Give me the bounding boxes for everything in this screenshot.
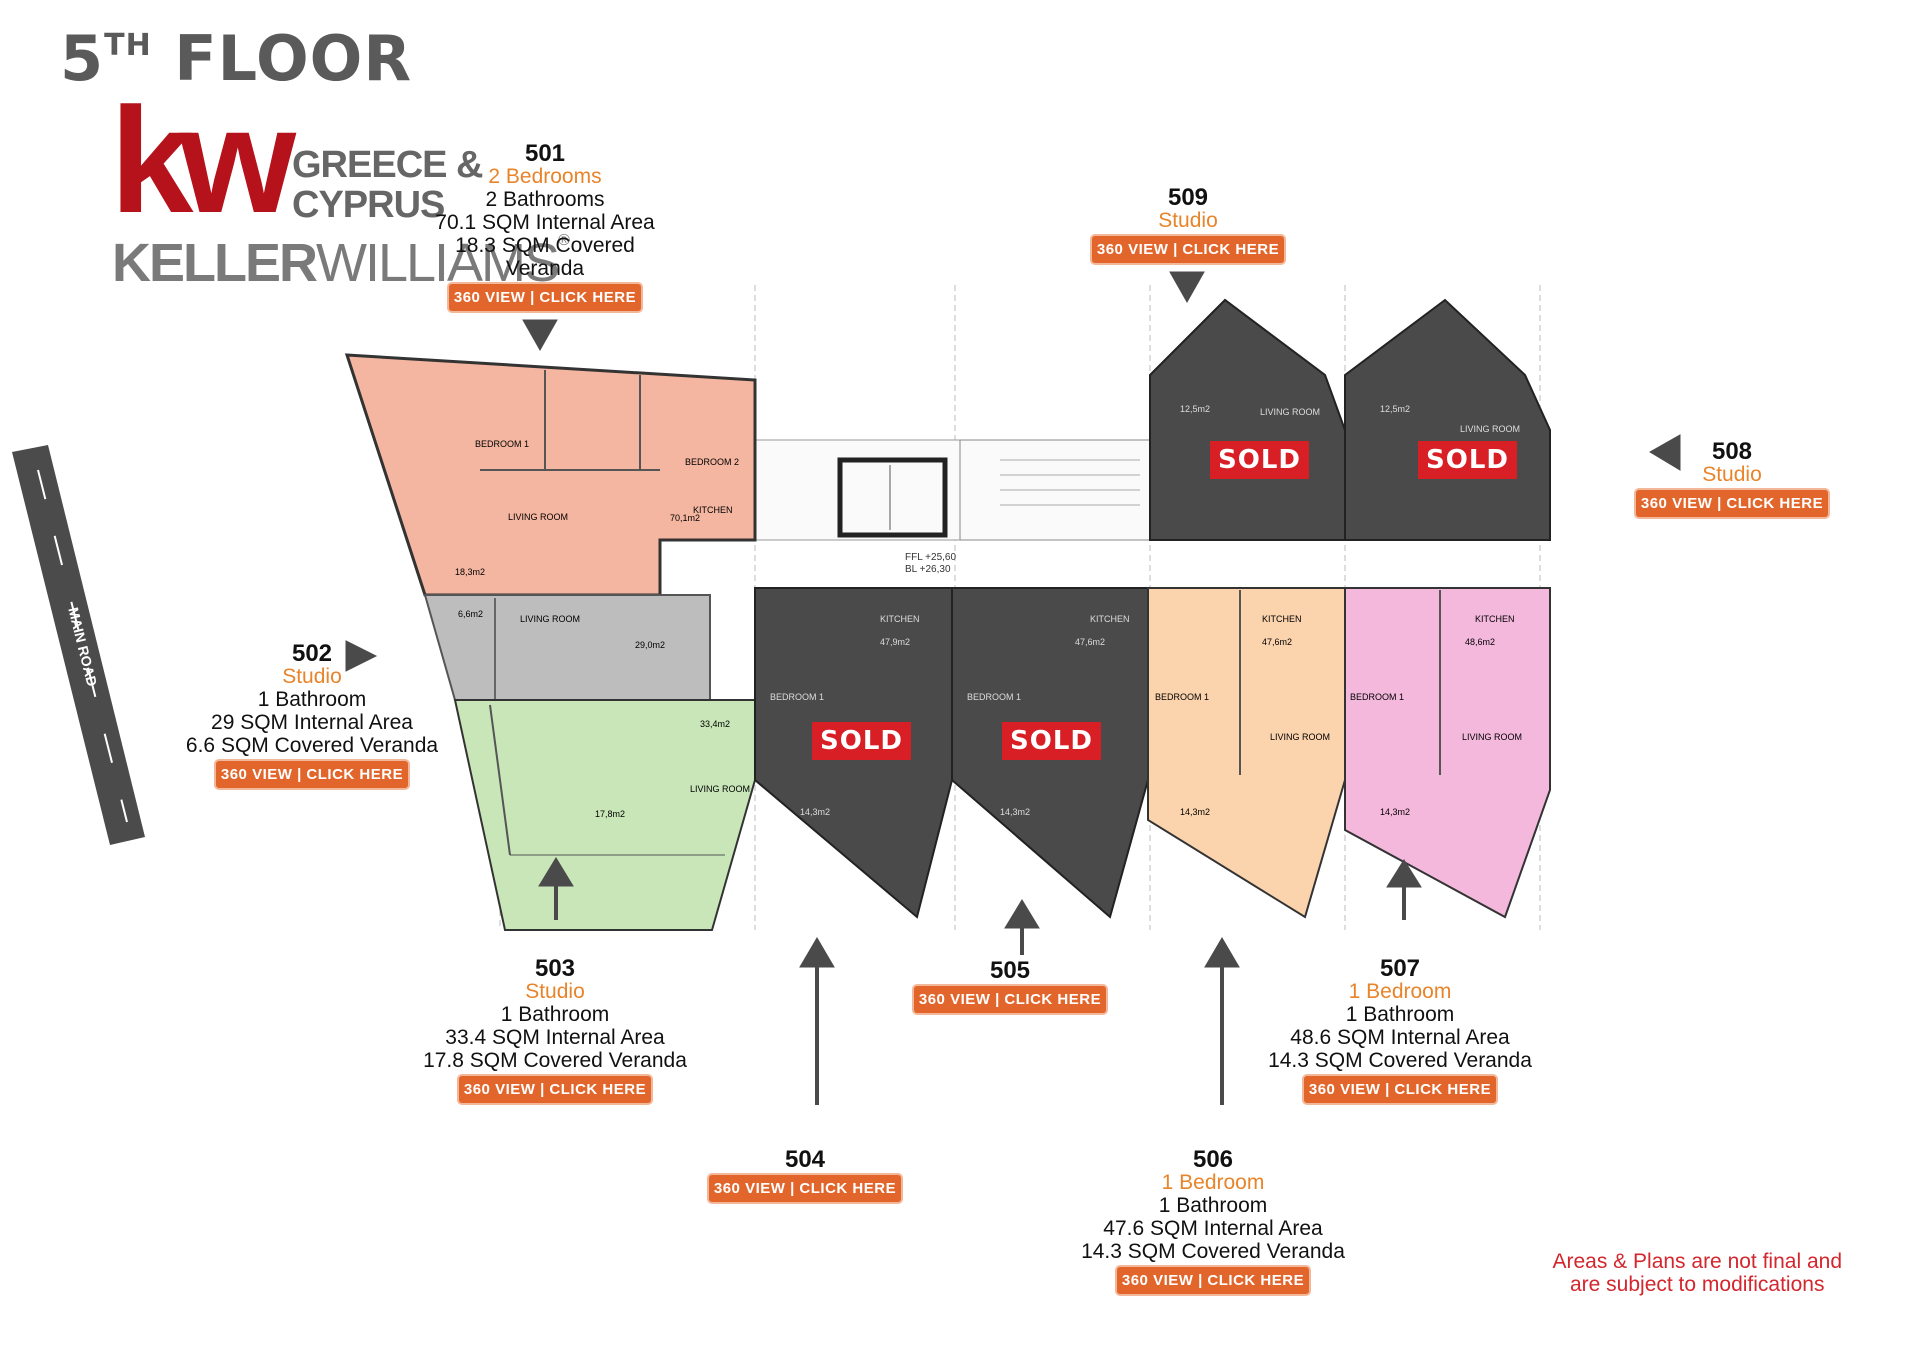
pl-509-ver: 12,5m2 — [1180, 404, 1210, 414]
pl-507-bed: BEDROOM 1 — [1350, 692, 1404, 702]
pl-502-area: 29,0m2 — [635, 640, 665, 650]
pl-505-ver: 14,3m2 — [1000, 807, 1030, 817]
arrow-501 — [522, 319, 558, 352]
pl-501-bed1: BEDROOM 1 — [475, 439, 529, 449]
pl-504-kitchen: KITCHEN — [880, 614, 920, 624]
view-arrows — [345, 271, 1681, 1105]
pl-506-living: LIVING ROOM — [1270, 732, 1330, 742]
pl-505-kitchen: KITCHEN — [1090, 614, 1130, 624]
unit-502-plan[interactable]: LIVING ROOM 29,0m2 6,6m2 — [423, 594, 711, 701]
disclaimer: Areas & Plans are not final and are subj… — [1552, 1250, 1842, 1296]
arrow-502 — [345, 640, 378, 672]
unit-501-plan[interactable]: BEDROOM 1 BEDROOM 2 LIVING ROOM KITCHEN … — [344, 353, 757, 597]
unit-507-label: 507 1 Bedroom 1 Bathroom 48.6 SQM Intern… — [1255, 957, 1545, 1103]
sold-badge-505: SOLD — [1002, 722, 1101, 760]
view-360-button-504[interactable]: 360 VIEW | CLICK HERE — [708, 1175, 902, 1202]
building-core: FFL +25,60 BL +26,30 — [754, 439, 1151, 575]
sold-badge-508: SOLD — [1418, 441, 1517, 479]
pl-508-living: LIVING ROOM — [1460, 424, 1520, 434]
arrow-507 — [1386, 859, 1422, 888]
unit-508-plan[interactable]: LIVING ROOM 12,5m2 — [1344, 298, 1551, 541]
pl-507-area: 48,6m2 — [1465, 637, 1495, 647]
arrow-506 — [1204, 937, 1240, 968]
ffl-text: FFL +25,60 — [905, 552, 956, 563]
view-360-button-505[interactable]: 360 VIEW | CLICK HERE — [913, 986, 1107, 1013]
pl-504-bed: BEDROOM 1 — [770, 692, 824, 702]
arrow-504 — [799, 937, 835, 968]
unit-504-label: 504 360 VIEW | CLICK HERE — [690, 1148, 920, 1202]
pl-507-kitchen: KITCHEN — [1475, 614, 1515, 624]
view-360-button-508[interactable]: 360 VIEW | CLICK HERE — [1635, 490, 1829, 517]
unit-509-label: 509 Studio 360 VIEW | CLICK HERE — [1078, 186, 1298, 263]
sold-badge-504: SOLD — [812, 722, 911, 760]
view-360-button-503[interactable]: 360 VIEW | CLICK HERE — [458, 1076, 652, 1103]
arrow-505 — [1004, 899, 1040, 929]
arrow-509 — [1169, 271, 1205, 304]
view-360-button-501[interactable]: 360 VIEW | CLICK HERE — [448, 284, 642, 311]
bl-text: BL +26,30 — [905, 564, 951, 575]
logo-brand: KELLERWILLIAMS® — [112, 232, 570, 293]
pl-504-area: 47,9m2 — [880, 637, 910, 647]
pl-506-bed: BEDROOM 1 — [1155, 692, 1209, 702]
kw-logo-mark: kw — [110, 76, 296, 244]
unit-502-label: 502 Studio 1 Bathroom 29 SQM Internal Ar… — [172, 642, 452, 788]
pl-501-kitchen: KITCHEN — [693, 505, 733, 515]
view-360-button-507[interactable]: 360 VIEW | CLICK HERE — [1303, 1076, 1497, 1103]
pl-502-living: LIVING ROOM — [520, 614, 580, 624]
pl-501-ver: 18,3m2 — [455, 567, 485, 577]
main-road: MAIN ROAD — [12, 445, 145, 845]
pl-507-ver: 14,3m2 — [1380, 807, 1410, 817]
unit-509-plan[interactable]: LIVING ROOM 12,5m2 — [1149, 298, 1346, 541]
arrow-503 — [538, 857, 574, 887]
pl-501-area: 70,1m2 — [670, 513, 700, 523]
pl-506-ver: 14,3m2 — [1180, 807, 1210, 817]
pl-506-kitchen: KITCHEN — [1262, 614, 1302, 624]
unit-506-plan[interactable]: KITCHEN BEDROOM 1 LIVING ROOM 47,6m2 14,… — [1147, 587, 1346, 919]
page-title: 5TH FLOOR — [60, 22, 413, 95]
pl-507-living: LIVING ROOM — [1462, 732, 1522, 742]
pl-509-living: LIVING ROOM — [1260, 407, 1320, 417]
unit-501-label: 501 2 Bedrooms 2 Bathrooms 70.1 SQM Inte… — [430, 142, 660, 311]
unit-507-plan[interactable]: KITCHEN BEDROOM 1 LIVING ROOM 48,6m2 14,… — [1344, 587, 1551, 919]
unit-508-label: 508 Studio 360 VIEW | CLICK HERE — [1622, 440, 1842, 517]
view-360-button-506[interactable]: 360 VIEW | CLICK HERE — [1116, 1267, 1310, 1294]
pl-505-bed: BEDROOM 1 — [967, 692, 1021, 702]
pl-506-area: 47,6m2 — [1262, 637, 1292, 647]
view-360-button-502[interactable]: 360 VIEW | CLICK HERE — [215, 761, 409, 788]
sold-badge-509: SOLD — [1210, 441, 1309, 479]
pl-508-ver: 12,5m2 — [1380, 404, 1410, 414]
pl-503-living: LIVING ROOM — [690, 784, 750, 794]
arrow-508 — [1649, 434, 1681, 471]
pl-503-area: 33,4m2 — [700, 719, 730, 729]
unit-503-plan[interactable]: LIVING ROOM 33,4m2 17,8m2 — [453, 699, 756, 931]
pl-502-ver: 6,6m2 — [458, 609, 483, 619]
unit-503-label: 503 Studio 1 Bathroom 33.4 SQM Internal … — [410, 957, 700, 1103]
logo-region: GREECE &CYPRUS — [292, 144, 483, 226]
pl-504-ver: 14,3m2 — [800, 807, 830, 817]
pl-503-ver: 17,8m2 — [595, 809, 625, 819]
pl-501-bed2: BEDROOM 2 — [685, 457, 739, 467]
pl-505-area: 47,6m2 — [1075, 637, 1105, 647]
unit-505-label: 505 360 VIEW | CLICK HERE — [900, 959, 1120, 1013]
unit-506-label: 506 1 Bedroom 1 Bathroom 47.6 SQM Intern… — [1068, 1148, 1358, 1294]
view-360-button-509[interactable]: 360 VIEW | CLICK HERE — [1091, 236, 1285, 263]
pl-501-living: LIVING ROOM — [508, 512, 568, 522]
